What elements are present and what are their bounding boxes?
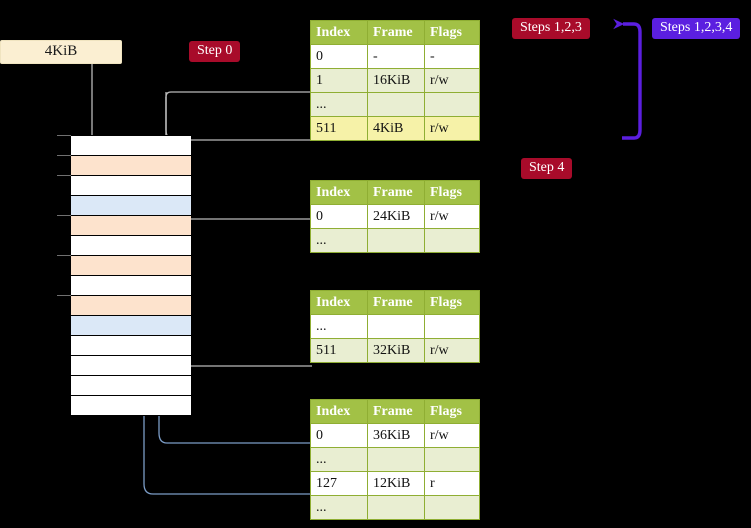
memory-row [71,236,191,256]
cell-frame: 12KiB [367,471,425,496]
cell-flags: r/w [424,204,480,229]
cell-frame: 24KiB [367,204,425,229]
table-row[interactable]: ... [310,314,480,339]
column-header-flags: Flags [424,399,480,424]
column-header-flags: Flags [424,290,480,315]
table-row[interactable]: ... [310,228,480,253]
memory-row [71,196,191,216]
cell-frame: 32KiB [367,338,425,363]
memory-row [71,296,191,316]
cell-index: 0 [310,44,368,69]
memory-row [71,156,191,176]
memory-row [71,356,191,376]
badge-step-4: Step 4 [521,158,573,179]
cell-index: 127 [310,471,368,496]
cell-index: ... [310,495,368,520]
cell-index: ... [310,92,368,117]
cell-index: 511 [310,338,368,363]
memory-tick [57,155,71,156]
memory-row [71,276,191,296]
column-header-index: Index [310,180,368,205]
cell-index: ... [310,447,368,472]
cell-frame: - [367,44,425,69]
cell-frame: 4KiB [367,116,425,141]
badge-step-0: Step 0 [189,41,241,62]
physical-memory-column [70,135,191,416]
size-label-4kib: 4KiB [0,40,122,64]
table-row[interactable]: ... [310,92,480,117]
column-header-frame: Frame [367,180,425,205]
memory-row [71,396,191,416]
badge-steps-1234: Steps 1,2,3,4 [652,18,741,39]
cell-flags: r/w [424,116,480,141]
memory-row [71,336,191,356]
column-header-index: Index [310,20,368,45]
memory-tick [57,255,71,256]
cell-flags [424,314,480,339]
cell-flags: r/w [424,423,480,448]
cell-frame [367,228,425,253]
memory-row [71,136,191,156]
memory-tick [57,295,71,296]
cell-index: 0 [310,204,368,229]
memory-row [71,176,191,196]
table-row[interactable]: ... [310,495,480,520]
cell-frame [367,314,425,339]
cell-flags: r/w [424,68,480,93]
column-header-frame: Frame [367,399,425,424]
table-row[interactable]: 0-- [310,44,480,69]
column-header-frame: Frame [367,20,425,45]
cell-index: ... [310,228,368,253]
cell-index: 511 [310,116,368,141]
cell-index: 0 [310,423,368,448]
column-header-index: Index [310,399,368,424]
cell-flags [424,447,480,472]
cell-frame: 16KiB [367,68,425,93]
cell-flags: - [424,44,480,69]
cell-frame [367,92,425,117]
column-header-flags: Flags [424,20,480,45]
cell-index: 1 [310,68,368,93]
badge-step-4-text: Step 4 [529,160,565,175]
badge-step-0-text: Step 0 [197,43,233,58]
table-row[interactable]: ... [310,447,480,472]
memory-row [71,316,191,336]
cell-flags [424,228,480,253]
badge-steps-123-text: Steps 1,2,3 [520,20,582,35]
cell-frame [367,447,425,472]
memory-row [71,376,191,396]
column-header-index: Index [310,290,368,315]
column-header-flags: Flags [424,180,480,205]
cell-flags: r [424,471,480,496]
memory-tick [57,175,71,176]
memory-tick [57,135,71,136]
cell-flags [424,495,480,520]
size-label-text: 4KiB [44,43,78,59]
badge-steps-1234-text: Steps 1,2,3,4 [660,20,733,35]
memory-row [71,216,191,236]
column-header-frame: Frame [367,290,425,315]
cell-index: ... [310,314,368,339]
cell-flags: r/w [424,338,480,363]
cell-frame: 36KiB [367,423,425,448]
badge-steps-123: Steps 1,2,3 [512,18,590,39]
cell-flags [424,92,480,117]
memory-tick [57,215,71,216]
memory-row [71,256,191,276]
cell-frame [367,495,425,520]
